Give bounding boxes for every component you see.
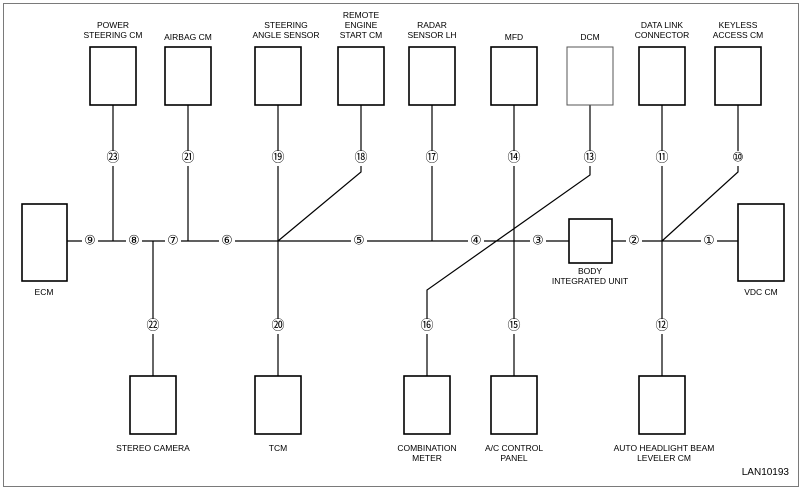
marker-2: ② [626, 234, 642, 249]
airbag-cm-box [164, 46, 212, 106]
svg-text:⑫: ⑫ [655, 319, 668, 334]
wire-keyless [661, 105, 739, 242]
ecm-box [21, 203, 68, 282]
svg-text:①: ① [703, 234, 715, 249]
marker-8: ⑧ [126, 234, 142, 249]
svg-text:⑦: ⑦ [167, 234, 179, 249]
svg-text:⑰: ⑰ [425, 151, 438, 166]
svg-text:⑭: ⑭ [507, 151, 520, 166]
tcm-box [254, 375, 302, 435]
dcm-box [566, 46, 614, 106]
svg-text:⑧: ⑧ [128, 234, 140, 249]
remote-engine-start-cm-box [337, 46, 385, 106]
marker-5: ⑤ [351, 234, 367, 249]
radar-sensor-lh-box [408, 46, 456, 106]
diagram-code: LAN10193 [742, 467, 790, 478]
keyless-access-cm-box [714, 46, 762, 106]
marker-20: ⑳ [270, 319, 286, 334]
svg-text:⑲: ⑲ [271, 151, 284, 166]
svg-text:⑥: ⑥ [221, 234, 233, 249]
marker-17: ⑰ [424, 151, 440, 166]
marker-22: ㉒ [145, 319, 161, 334]
marker-18: ⑱ [353, 151, 369, 166]
svg-text:⑬: ⑬ [583, 151, 596, 166]
marker-13: ⑬ [582, 151, 598, 166]
steering-angle-sensor-box [254, 46, 302, 106]
diagram-frame [3, 3, 799, 487]
marker-12: ⑫ [654, 319, 670, 334]
stereo-camera-box [129, 375, 177, 435]
ac-control-panel-box [490, 375, 538, 435]
stereo-camera-label: STEREO CAMERA [116, 443, 190, 453]
marker-23: ㉓ [105, 151, 121, 166]
svg-text:㉓: ㉓ [106, 151, 119, 166]
marker-14: ⑭ [506, 151, 522, 166]
marker-6: ⑥ [219, 234, 235, 249]
segment-markers: ① ② ③ ④ ⑤ ⑥ ⑦ ⑧ ⑨ ⑩ ⑪ ⑫ ⑬ ⑭ ⑮ ⑯ ⑰ ⑱ ⑲ ⑳ … [82, 151, 746, 334]
combination-meter-box [403, 375, 451, 435]
marker-19: ⑲ [270, 151, 286, 166]
svg-text:②: ② [628, 234, 640, 249]
airbag-cm-label: AIRBAG CM [164, 32, 212, 42]
svg-text:㉒: ㉒ [146, 319, 159, 334]
tcm-label: TCM [269, 443, 287, 453]
marker-1: ① [701, 234, 717, 249]
marker-4: ④ [468, 234, 484, 249]
headlight-leveler-cm-box [638, 375, 686, 435]
dcm-label: DCM [580, 32, 599, 42]
svg-text:⑱: ⑱ [354, 151, 367, 166]
body-integrated-unit-box [568, 218, 613, 264]
svg-text:㉑: ㉑ [181, 151, 194, 166]
svg-text:⑨: ⑨ [84, 234, 96, 249]
power-steering-cm-box [89, 46, 137, 106]
vdc-cm-label: VDC CM [744, 287, 778, 297]
marker-16: ⑯ [419, 319, 435, 334]
svg-text:③: ③ [532, 234, 544, 249]
marker-10: ⑩ [730, 151, 746, 166]
marker-3: ③ [530, 234, 546, 249]
svg-text:⑯: ⑯ [420, 319, 433, 334]
svg-text:④: ④ [470, 234, 482, 249]
marker-21: ㉑ [180, 151, 196, 166]
marker-11: ⑪ [654, 151, 670, 166]
svg-text:⑳: ⑳ [271, 319, 284, 334]
mfd-box [490, 46, 538, 106]
marker-9: ⑨ [82, 234, 98, 249]
svg-text:⑤: ⑤ [353, 234, 365, 249]
vdc-cm-box [737, 203, 785, 282]
mfd-label: MFD [505, 32, 523, 42]
svg-text:⑮: ⑮ [507, 319, 520, 334]
svg-text:⑩: ⑩ [732, 151, 744, 166]
marker-15: ⑮ [506, 319, 522, 334]
svg-text:⑪: ⑪ [655, 151, 668, 166]
wire-remote-engine [277, 105, 362, 242]
marker-7: ⑦ [165, 234, 181, 249]
data-link-connector-box [638, 46, 686, 106]
ecm-label: ECM [35, 287, 54, 297]
